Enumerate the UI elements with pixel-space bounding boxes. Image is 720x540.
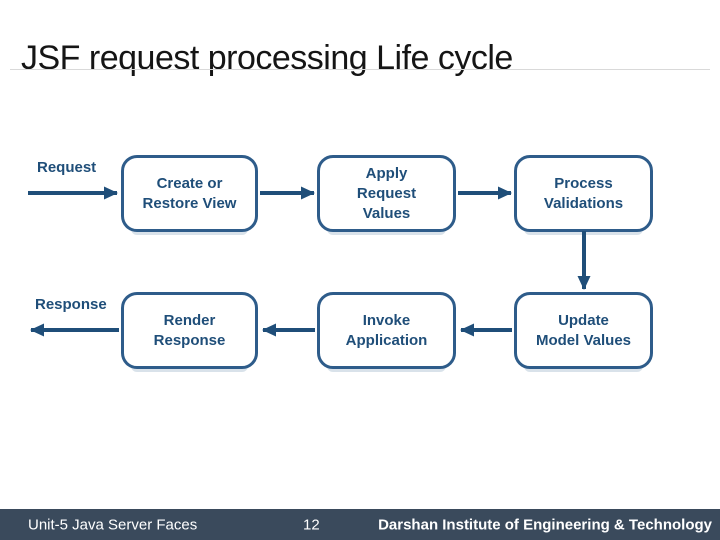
node-label: Create or Restore View <box>142 174 237 212</box>
node-invoke-application: Invoke Application <box>317 292 456 369</box>
node-label: Render Response <box>153 311 226 349</box>
node-apply-request-values: Apply Request Values <box>317 155 456 232</box>
node-render-response: Render Response <box>121 292 258 369</box>
footer-institute-label: Darshan Institute of Engineering & Techn… <box>378 516 712 533</box>
node-create-or-restore-view: Create or Restore View <box>121 155 258 232</box>
node-label: Process Validations <box>543 174 624 212</box>
node-label: Apply Request Values <box>356 164 417 222</box>
node-update-model-values: Update Model Values <box>514 292 653 369</box>
node-label: Update Model Values <box>535 311 632 349</box>
title-divider <box>10 69 710 70</box>
footer-page-number: 12 <box>303 516 320 533</box>
node-label: Invoke Application <box>345 311 428 349</box>
request-label: Request <box>37 159 97 176</box>
response-label: Response <box>35 296 107 313</box>
footer-bar: Unit-5 Java Server Faces 12 Darshan Inst… <box>0 509 720 540</box>
page-title: JSF request processing Life cycle <box>21 38 513 77</box>
node-process-validations: Process Validations <box>514 155 653 232</box>
footer-course-label: Unit-5 Java Server Faces <box>28 516 198 533</box>
